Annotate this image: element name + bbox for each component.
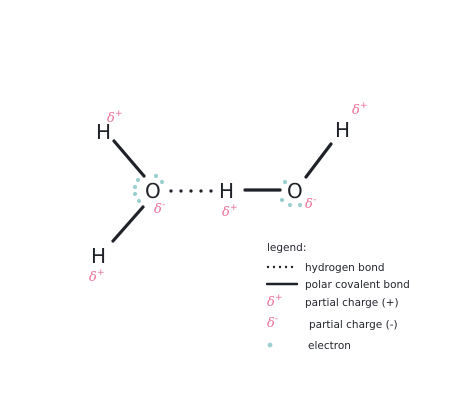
partial-charge-negative-o-left: δ - [154, 200, 165, 217]
svg-text:+: + [97, 268, 105, 278]
svg-text:+: + [230, 203, 238, 213]
electron-o-right-4 [297, 202, 303, 208]
hydrogen-bond-dot-4 [199, 189, 203, 193]
svg-text:δ: δ [267, 316, 275, 331]
hydrogen-bond-dot-5 [209, 189, 213, 193]
legend-label-electron: electron [308, 340, 351, 352]
svg-text:δ: δ [222, 205, 230, 220]
legend-label-partial-charge-negative: partial charge (-) [309, 319, 398, 331]
svg-text:δ: δ [154, 202, 162, 217]
atom-h-bottom-left: H [91, 244, 106, 268]
svg-text:δ: δ [352, 103, 360, 118]
electron-o-left-2 [132, 184, 138, 190]
legend-partial-charge-negative-symbol: δ - [267, 314, 278, 331]
svg-text:+: + [115, 109, 123, 119]
partial-charge-positive-h-middle: δ + [222, 203, 238, 220]
svg-text:-: - [275, 314, 278, 324]
svg-text:-: - [313, 195, 316, 205]
legend-hydrogen-bond-symbol [266, 265, 294, 269]
legend-electron-symbol [267, 342, 273, 348]
legend: legend: hydrogen bond polar covalent bon… [265, 242, 410, 352]
bond-h-bottom-left-to-o-left [111, 205, 145, 243]
right-water-molecule: H O H δ + δ - δ + [219, 101, 368, 220]
partial-charge-positive-h-bottom-left: δ + [89, 268, 105, 285]
svg-text:δ: δ [267, 295, 275, 310]
svg-text:-: - [162, 200, 165, 210]
hydrogen-bond-dot-1 [169, 189, 173, 193]
legend-row-electron: electron [267, 340, 351, 352]
legend-row-hydrogen-bond: hydrogen bond [266, 262, 385, 274]
atom-o-left: O [145, 179, 161, 203]
legend-label-polar-covalent-bond: polar covalent bond [305, 279, 410, 291]
hydrogen-bond-dot-2 [179, 189, 183, 193]
svg-text:+: + [360, 101, 368, 111]
electron-o-left-4 [136, 198, 142, 204]
svg-text:δ: δ [89, 270, 97, 285]
partial-charge-negative-o-right: δ - [305, 195, 316, 212]
bond-h-top-left-to-o-left [112, 139, 146, 178]
atom-h-top-right: H [335, 118, 350, 142]
svg-text:+: + [275, 293, 283, 303]
bond-o-right-to-h-top-right [304, 142, 333, 179]
left-water-molecule: H O H δ + δ - δ + [89, 109, 165, 285]
legend-partial-charge-positive-symbol: δ + [267, 293, 283, 310]
legend-label-partial-charge-positive: partial charge (+) [305, 297, 399, 309]
legend-row-partial-charge-negative: δ - partial charge (-) [267, 314, 398, 331]
electron-o-right-1 [282, 179, 288, 185]
atom-o-right: O [287, 179, 303, 203]
legend-row-partial-charge-positive: δ + partial charge (+) [267, 293, 399, 310]
hydrogen-bond [169, 189, 213, 193]
electron-o-left-3 [132, 191, 138, 197]
electron-o-left-1 [135, 177, 141, 183]
svg-text:δ: δ [107, 111, 115, 126]
partial-charge-positive-h-top-left: δ + [107, 109, 123, 126]
legend-label-hydrogen-bond: hydrogen bond [305, 262, 385, 274]
electron-o-left-5 [153, 173, 159, 179]
atom-h-top-left: H [96, 120, 111, 144]
electron-o-left-6 [159, 179, 165, 185]
atom-h-middle: H [219, 179, 234, 203]
hydrogen-bond-dot-3 [189, 189, 193, 193]
electron-o-right-3 [287, 202, 293, 208]
legend-row-polar-covalent-bond: polar covalent bond [265, 279, 410, 291]
legend-title: legend: [267, 242, 306, 254]
partial-charge-positive-h-top-right: δ + [352, 101, 368, 118]
electron-o-right-2 [279, 197, 285, 203]
svg-text:δ: δ [305, 197, 313, 212]
